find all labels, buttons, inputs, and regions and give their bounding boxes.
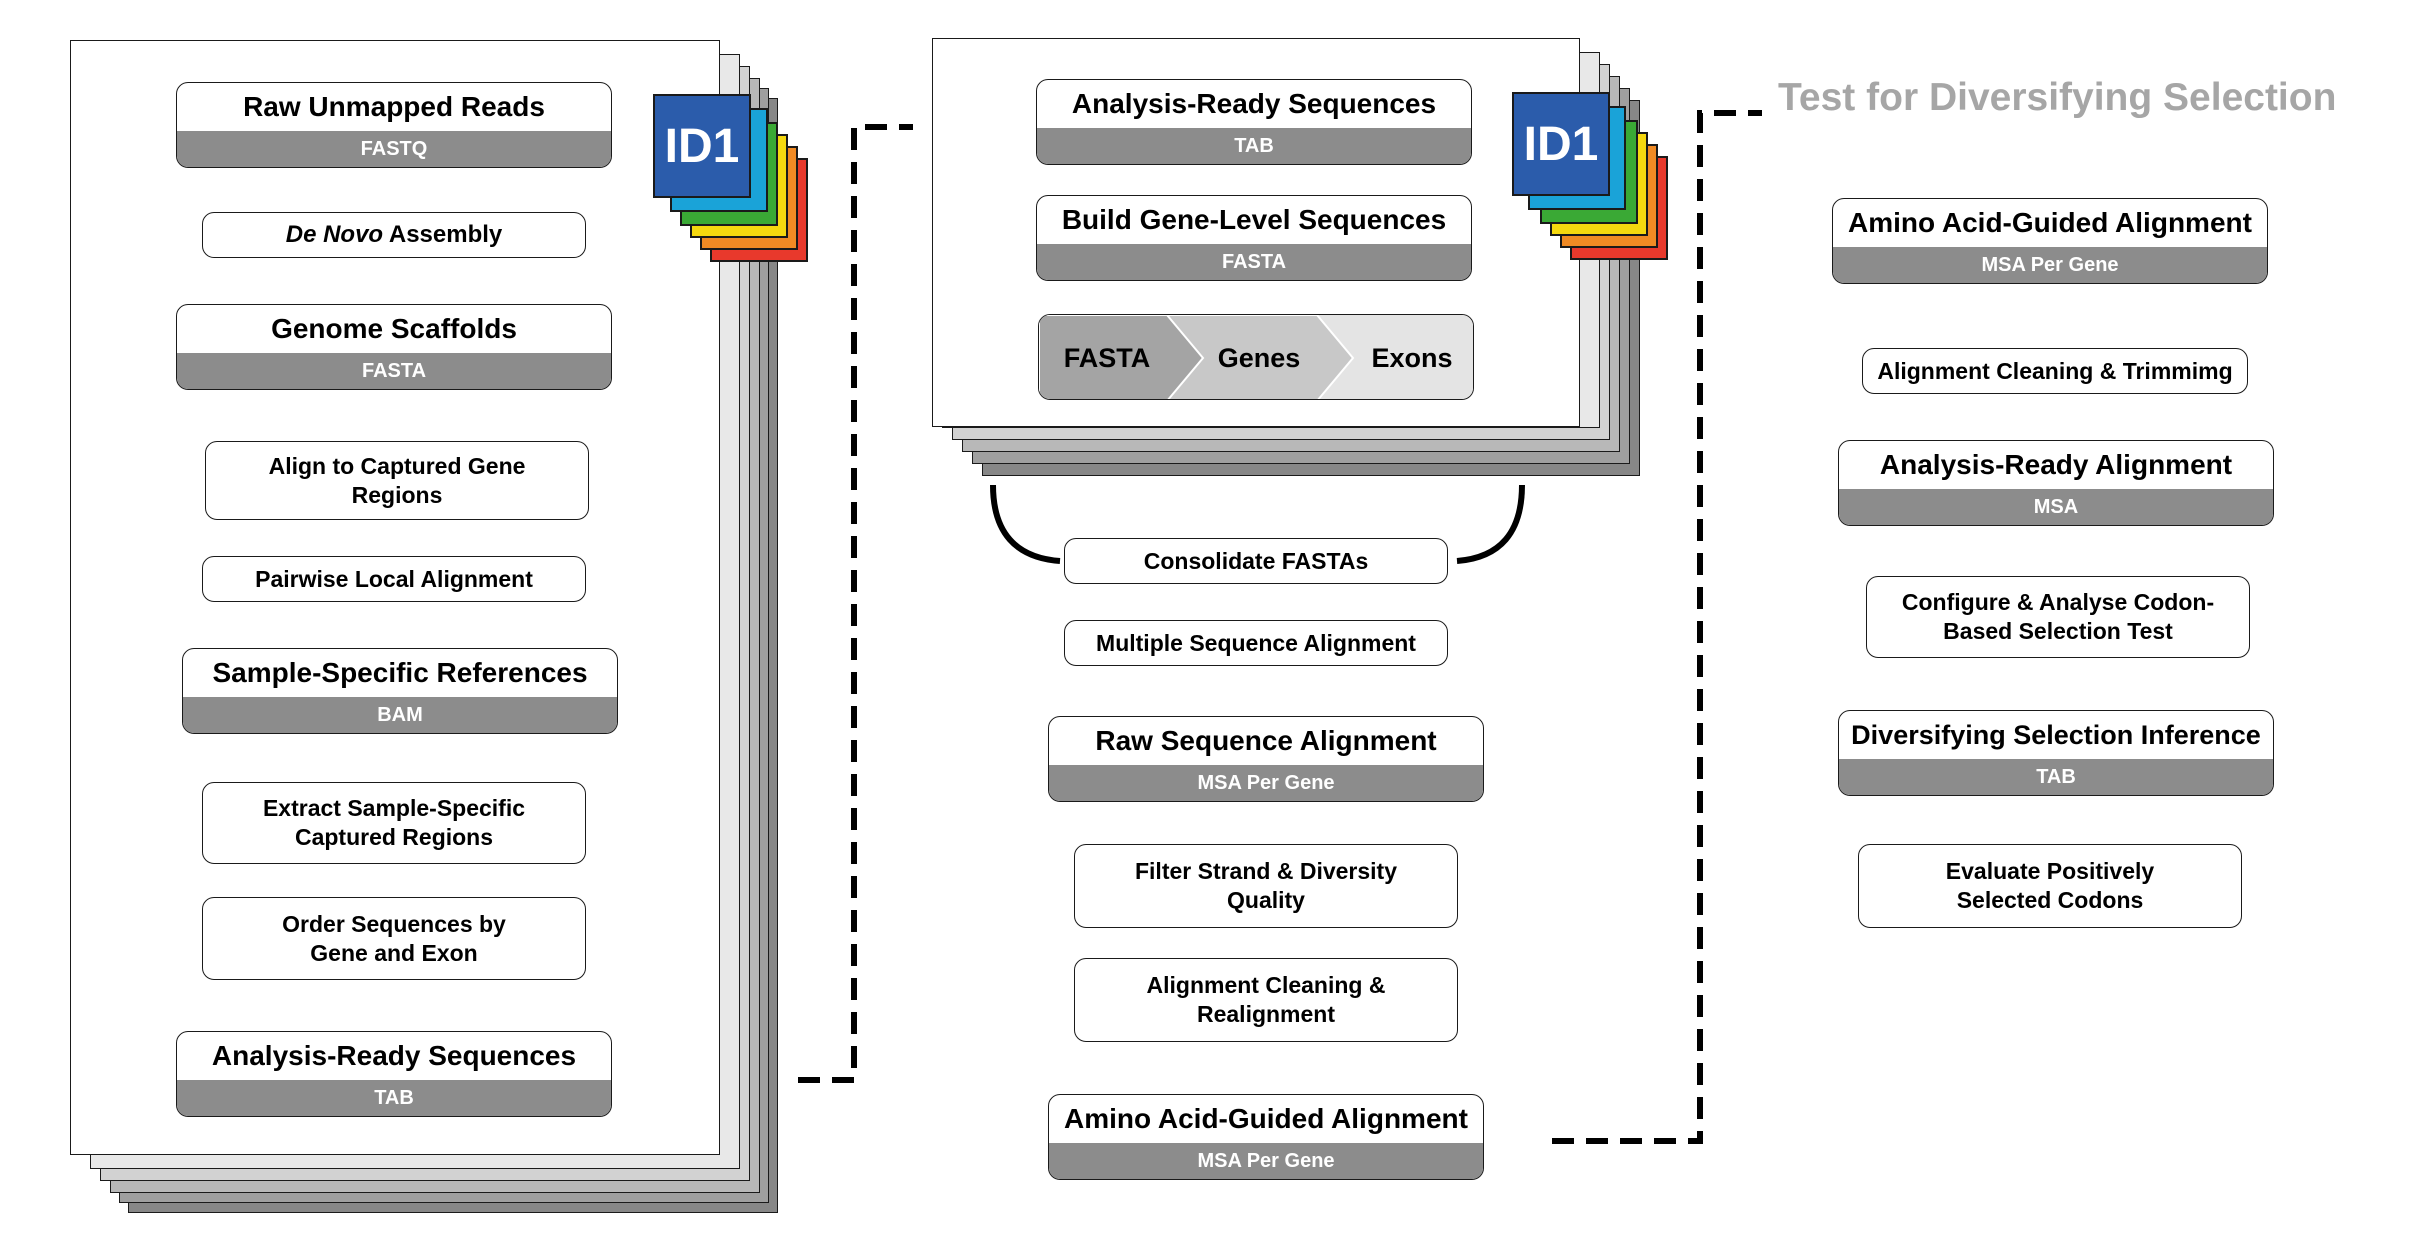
align-to-gene-regions-step: Align to Captured Gene Regions [205,441,589,520]
evaluate-codons-step: Evaluate Positively Selected Codons [1858,844,2242,928]
sample-specific-references-box: Sample-Specific References BAM [182,648,618,734]
configure-selection-test-step: Configure & Analyse Codon-Based Selectio… [1866,576,2250,658]
box-format: TAB [1037,128,1471,164]
analysis-ready-sequences-box: Analysis-Ready Sequences TAB [1036,79,1472,165]
box-format: TAB [1839,759,2273,795]
raw-unmapped-reads-box: Raw Unmapped Reads FASTQ [176,82,612,168]
box-format: MSA Per Gene [1049,1143,1483,1179]
box-format: FASTA [1037,244,1471,280]
box-format: MSA Per Gene [1049,765,1483,801]
box-title: Diversifying Selection Inference [1851,719,2261,750]
build-gene-sequences-box: Build Gene-Level Sequences FASTA [1036,195,1472,281]
raw-sequence-alignment-box: Raw Sequence Alignment MSA Per Gene [1048,716,1484,802]
amino-acid-guided-alignment-box: Amino Acid-Guided Alignment MSA Per Gene [1832,198,2268,284]
box-title: Amino Acid-Guided Alignment [1848,207,2252,239]
dashed-connector-right [1552,110,1762,1144]
alignment-cleaning-realignment-step: Alignment Cleaning & Realignment [1074,958,1458,1042]
box-format: BAM [183,697,617,733]
box-format: MSA [1839,489,2273,525]
box-format: MSA Per Gene [1833,247,2267,283]
box-format: FASTQ [177,131,611,167]
multiple-sequence-alignment-step: Multiple Sequence Alignment [1064,620,1448,666]
box-title: Analysis-Ready Alignment [1879,449,2233,481]
de-novo-assembly-step: De Novo Assembly [202,212,586,258]
pairwise-alignment-step: Pairwise Local Alignment [202,556,586,602]
box-format: FASTA [177,353,611,389]
id-badge: ID1 [1512,92,1610,196]
box-title: Raw Unmapped Reads [243,91,545,123]
analysis-ready-alignment-box: Analysis-Ready Alignment MSA [1838,440,2274,526]
bracket-right [1456,484,1525,564]
box-title: Raw Sequence Alignment [1095,725,1437,757]
panel-title: Test for Diversifying Selection [1778,76,2337,119]
box-title: Analysis-Ready Sequences [1071,88,1437,120]
order-sequences-step: Order Sequences by Gene and Exon [202,897,586,980]
genome-scaffolds-box: Genome Scaffolds FASTA [176,304,612,390]
id-badge: ID1 [653,94,751,198]
amino-acid-guided-alignment-box: Amino Acid-Guided Alignment MSA Per Gene [1048,1094,1484,1180]
arrow-label-exons: Exons [1371,342,1453,373]
dashed-connector-left [798,124,913,1083]
filter-quality-step: Filter Strand & Diversity Quality [1074,844,1458,928]
box-title: Analysis-Ready Sequences [211,1040,577,1072]
consolidate-fastas-step: Consolidate FASTAs [1064,538,1448,584]
box-title: Build Gene-Level Sequences [1061,204,1447,236]
arrow-shapes [1039,315,1473,399]
analysis-ready-sequences-box: Analysis-Ready Sequences TAB [176,1031,612,1117]
bracket-left [990,484,1061,564]
box-format: TAB [177,1080,611,1116]
fasta-genes-exons-arrows: FASTA Genes Exons [1038,314,1474,400]
extract-regions-step: Extract Sample-Specific Captured Regions [202,782,586,864]
box-title: Genome Scaffolds [271,313,517,345]
box-title: Amino Acid-Guided Alignment [1064,1103,1468,1135]
step-label-italic: De Novo [285,221,384,248]
arrow-label-genes: Genes [1217,342,1301,373]
box-title: Sample-Specific References [212,657,588,689]
alignment-cleaning-trimming-step: Alignment Cleaning & Trimmimg [1862,348,2248,394]
arrow-label-fasta: FASTA [1063,342,1151,373]
diversifying-selection-inference-box: Diversifying Selection Inference TAB [1838,710,2274,796]
step-label: Assembly [383,221,503,248]
